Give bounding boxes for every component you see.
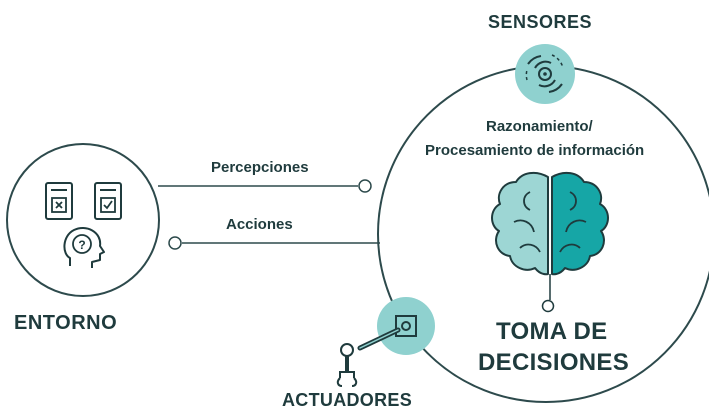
procesamiento-label: Procesamiento de información [425, 142, 645, 159]
sensores-label: SENSORES [488, 12, 593, 32]
radar-target-icon [515, 44, 575, 104]
acciones-connector [168, 236, 380, 250]
robot-arm-icon [336, 297, 435, 387]
environment-circle [6, 143, 160, 297]
decisiones-label: DECISIONES [478, 349, 630, 376]
percepciones-connector [158, 179, 372, 193]
acciones-label: Acciones [226, 216, 293, 233]
svg-text:?: ? [78, 238, 85, 252]
documents-question-head-icon: ? [45, 182, 122, 268]
percepciones-label: Percepciones [211, 159, 309, 176]
toma-de-label: TOMA DE [496, 318, 608, 345]
entorno-label: ENTORNO [14, 312, 118, 334]
actuadores-label: ACTUADORES [282, 390, 413, 410]
razonamiento-label: Razonamiento/ [486, 118, 593, 135]
brain-icon [491, 171, 609, 313]
